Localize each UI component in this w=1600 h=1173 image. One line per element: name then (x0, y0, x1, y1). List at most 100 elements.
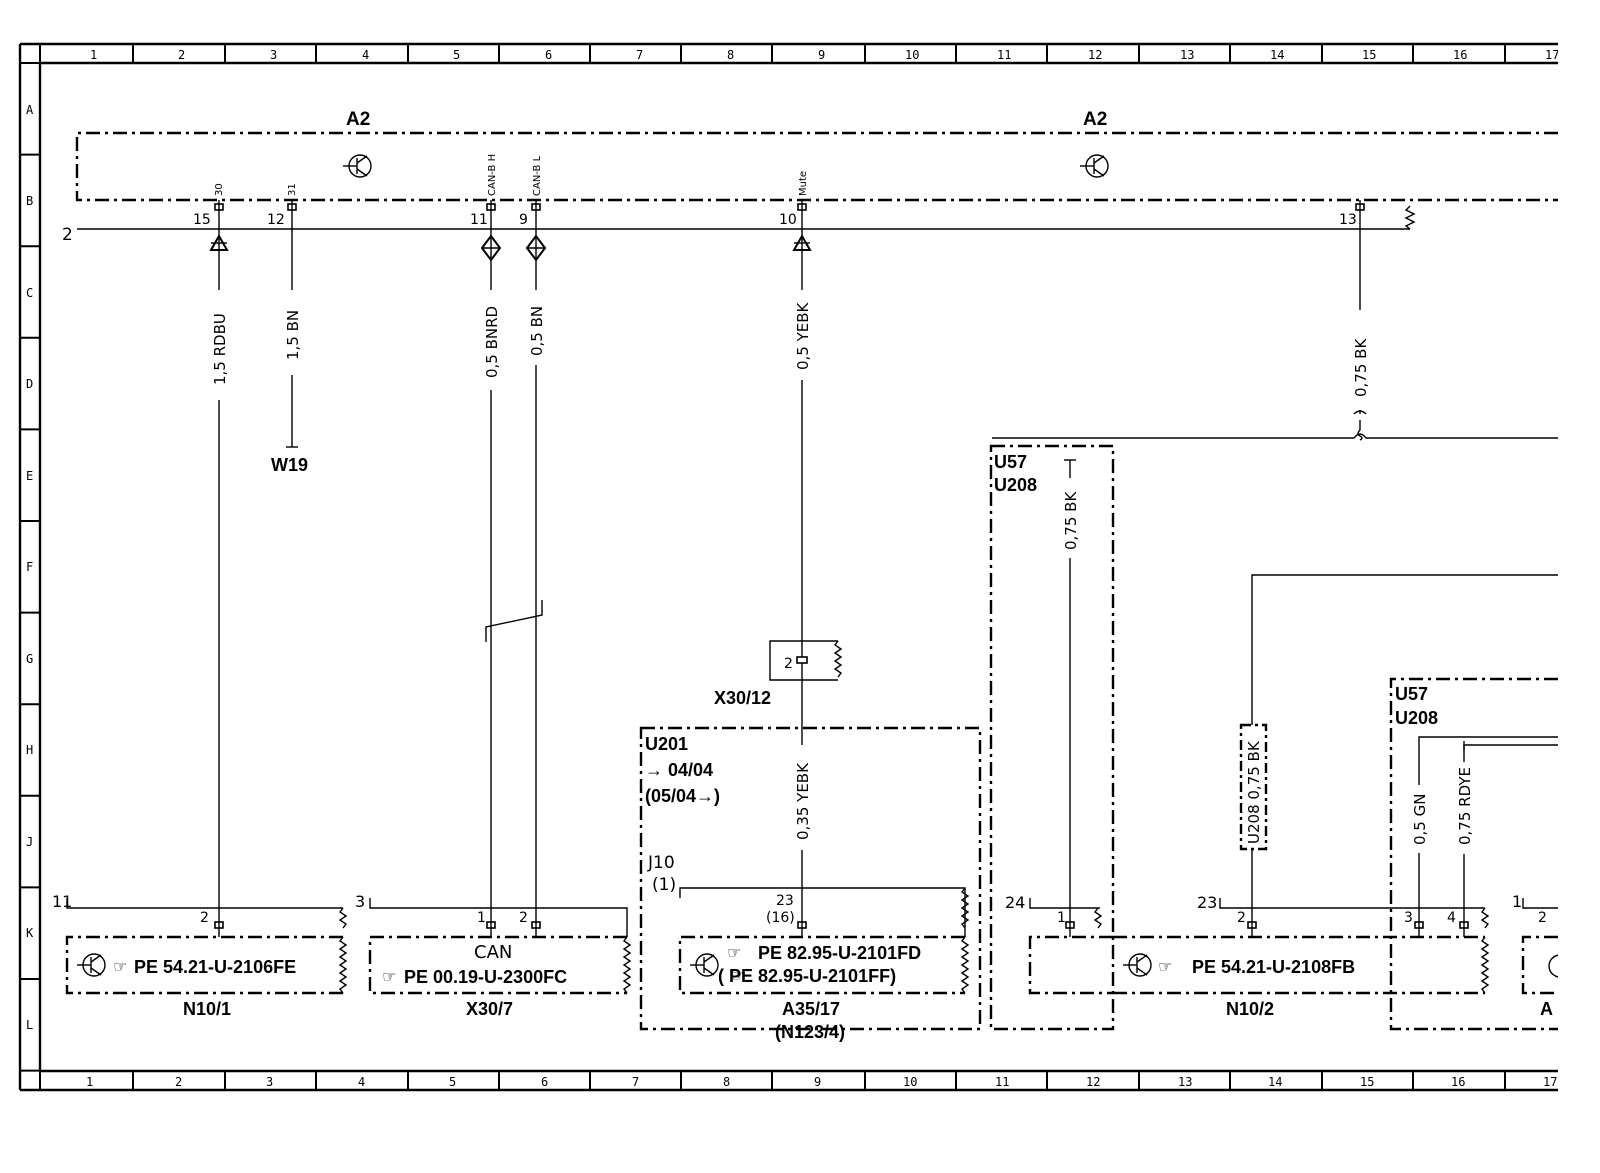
module-label: N10/1 (183, 999, 231, 1019)
reference-text: PE 54.21-U-2108FB (1192, 957, 1355, 977)
pin-label: 1 (1512, 892, 1522, 911)
col-label: 17 (1545, 48, 1559, 62)
row-label: D (26, 377, 33, 391)
variant-label: U208 (994, 475, 1037, 495)
col-label: 10 (903, 1075, 917, 1089)
pin-label: (16) (766, 910, 795, 926)
twisted-pair-marker (485, 600, 543, 642)
pin-label: 13 (1339, 212, 1357, 228)
wire-mute: 0,5 YEBK 0,35 YEBK (788, 229, 816, 910)
col-label: 5 (453, 48, 460, 62)
pointer-icon: ☞ (382, 969, 396, 986)
col-label: 8 (727, 48, 734, 62)
col-label: 14 (1268, 1075, 1282, 1089)
col-label: 3 (266, 1075, 273, 1089)
grid-column-labels-bottom: 1 2 3 4 5 6 7 8 9 10 11 12 13 14 15 16 1… (86, 1075, 1557, 1089)
reference-text: ( PE 82.95-U-2101FF) (718, 966, 896, 986)
pin-label: 9 (519, 212, 528, 228)
col-label: 14 (1270, 48, 1284, 62)
col-label: 6 (545, 48, 552, 62)
pin-label: 2 (519, 910, 528, 926)
col-label: 9 (818, 48, 825, 62)
row-label: L (26, 1018, 33, 1032)
col-label: 16 (1453, 48, 1467, 62)
col-label: 2 (175, 1075, 182, 1089)
col-label: 15 (1360, 1075, 1374, 1089)
col-label: 8 (723, 1075, 730, 1089)
wire-30: 1,5 RDBU (205, 229, 233, 910)
transistor-icon (77, 953, 106, 977)
grid-ticks (20, 44, 1506, 1090)
pin-label: 24 (1005, 893, 1025, 912)
u57-box-left: U57 U208 0,75 BK (989, 444, 1115, 1031)
pin-label: 1 (1057, 910, 1066, 926)
reference-text: PE 82.95-U-2101FD (758, 943, 921, 963)
variant-label: U201 (645, 734, 688, 754)
wire-label: 0,75 BK (1352, 338, 1370, 397)
module-a35-17: 23 (16) ☞ PE 82.95-U-2101FD ( PE 82.95-U… (678, 887, 970, 1042)
module-label: N10/2 (1226, 999, 1274, 1019)
transistor-icon (343, 154, 372, 178)
module-label: A35/17 (782, 999, 840, 1019)
variant-label: U57 (1395, 684, 1428, 704)
variant-label: → 04/04 (645, 760, 713, 780)
col-label: 9 (814, 1075, 821, 1089)
pin-label: 23 (1197, 893, 1217, 912)
variant-label: U208 (1395, 708, 1438, 728)
reference-text: PE 00.19-U-2300FC (404, 967, 567, 987)
module-pin-stubs (214, 910, 1469, 937)
a2-box: A2 A2 30 31 CAN-B H CAN-B L Mute (75, 109, 1558, 202)
u57-box-right: U57 U208 0,5 GN 0,75 RDYE (1389, 677, 1558, 1031)
pointer-icon: ☞ (113, 959, 127, 976)
ground-w19: W19 (271, 455, 308, 475)
pointer-icon: ☞ (1158, 959, 1172, 976)
wire-u208: U208 0,75 BK (1239, 574, 1558, 910)
module-label: A (1540, 999, 1553, 1019)
row-label: F (26, 560, 33, 574)
transistor-icon (690, 953, 719, 977)
signal-30: 30 (214, 183, 225, 196)
pin-label: 23 (776, 893, 794, 909)
col-label: 7 (632, 1075, 639, 1089)
a2-left-label: A2 (346, 109, 370, 130)
a2-right-label: A2 (1083, 109, 1107, 130)
page-edge-mask (1558, 0, 1600, 1168)
pin-label: 11 (470, 212, 488, 228)
wire-label: 0,75 RDYE (1456, 767, 1474, 845)
wire-31: 1,5 BN W19 (271, 229, 308, 475)
pin-label: J10 (647, 853, 675, 873)
connector-x30-12: 2 X30/12 (714, 640, 843, 708)
wire-label: U208 0,75 BK (1245, 740, 1263, 844)
col-label: 2 (178, 48, 185, 62)
wire-label: 0,35 YEBK (794, 762, 812, 840)
wire-13-bk: 0,75 BK (1346, 229, 1374, 441)
pin-label: 11 (52, 892, 72, 911)
wire-label: 0,75 BK (1062, 491, 1080, 550)
module-a-partial: 1 2 A (1512, 892, 1561, 1019)
module-label: (N123/4) (775, 1022, 845, 1042)
drawing-frame (18, 42, 1560, 1092)
col-label: 11 (995, 1075, 1009, 1089)
signal-mute: Mute (798, 171, 809, 196)
col-label: 16 (1451, 1075, 1465, 1089)
wire-label: 1,5 BN (284, 310, 302, 360)
pin-label: 2 (1538, 910, 1547, 926)
module-x30-7: 3 1 2 CAN ☞ PE 00.19-U-2300FC X30/7 (355, 892, 632, 1019)
row-label: A (26, 103, 34, 117)
signal-can-h: CAN-B H (487, 154, 498, 196)
pointer-icon: ☞ (727, 945, 741, 962)
connector-24: 24 1 (1005, 893, 1113, 995)
pin-label: 2 (1237, 910, 1246, 926)
can-label: CAN (474, 942, 512, 963)
wire-label: 1,5 RDBU (211, 313, 229, 385)
grid-row-labels: A B C D E F G H J K L (26, 103, 34, 1032)
wire-can-h: 0,5 BNRD (477, 229, 505, 910)
wire-label: 0,5 YEBK (794, 301, 812, 370)
pin-label: 2 (200, 910, 209, 926)
x30-12-label: X30/12 (714, 688, 771, 708)
bus-number: 2 (62, 225, 73, 245)
ground-bus (992, 433, 1558, 439)
col-label: 15 (1362, 48, 1376, 62)
